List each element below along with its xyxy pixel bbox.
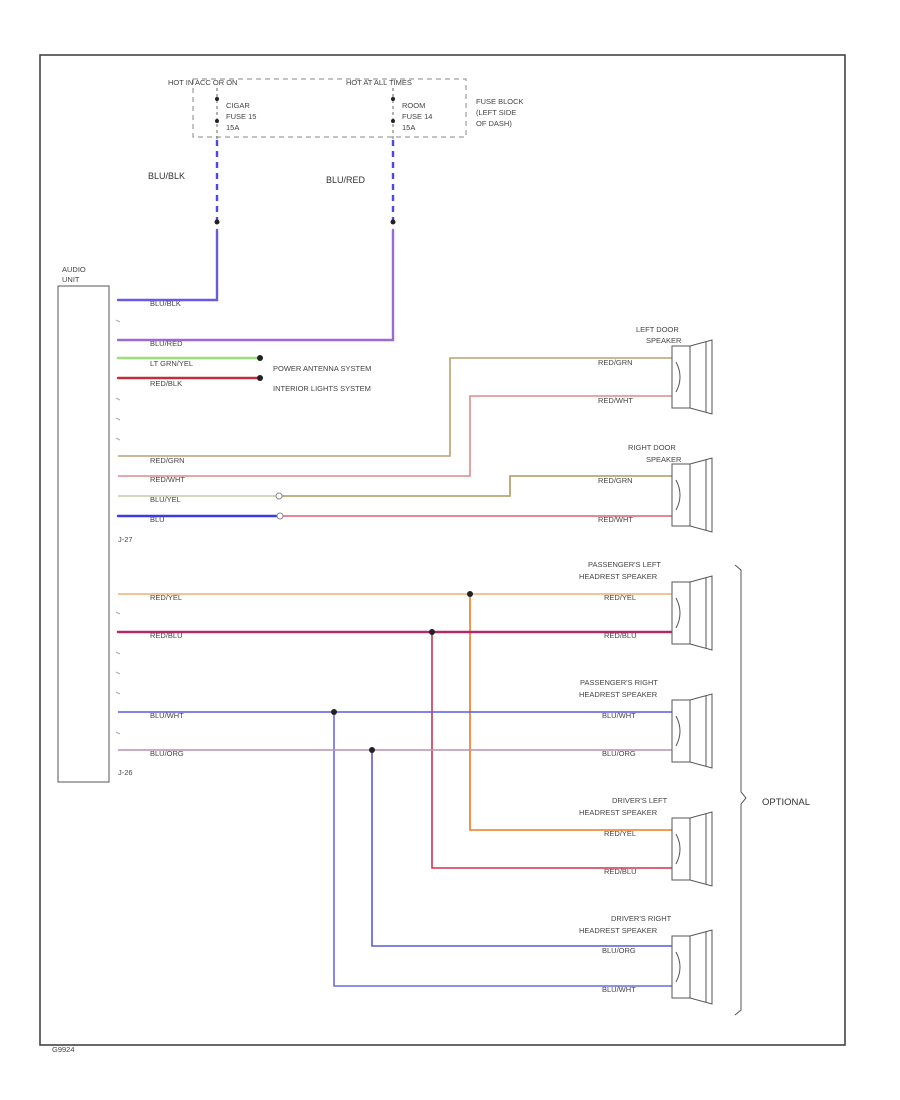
wire-red-yel-label: RED/YEL xyxy=(150,593,182,602)
wire-blu-org-label: BLU/ORG xyxy=(150,749,184,758)
speaker-passenger-left-title-2: HEADREST SPEAKER xyxy=(579,572,658,581)
wire-red-grn-left-door xyxy=(118,357,672,457)
speaker-passenger-right: PASSENGER'S RIGHT HEADREST SPEAKER BLU/W… xyxy=(579,678,713,769)
fuse-right-line2: FUSE 14 xyxy=(402,112,432,121)
wire-red-blk-label: RED/BLK xyxy=(150,379,182,388)
speaker-left-door-title-1: LEFT DOOR xyxy=(636,325,679,334)
feed-wires: BLU/BLK BLU/RED xyxy=(148,140,396,225)
wire-red-wht-left-door xyxy=(118,395,672,477)
wire-red-blu-label: RED/BLU xyxy=(150,631,183,640)
fuse-block-label-line1: FUSE BLOCK xyxy=(476,97,524,106)
splice-red-yel xyxy=(467,591,473,597)
audio-unit: AUDIO UNIT J-27 J-26 xyxy=(57,265,133,783)
speaker-driver-right-wire2: BLU/WHT xyxy=(602,985,636,994)
interior-lights-label: INTERIOR LIGHTS SYSTEM xyxy=(273,384,371,393)
wire-blu-yel-label: BLU/YEL xyxy=(150,495,181,504)
wire-blu-yel xyxy=(118,475,672,497)
diagram-frame xyxy=(39,54,846,1046)
speaker-driver-left-wire2: RED/BLU xyxy=(604,867,637,876)
optional-bracket: OPTIONAL xyxy=(734,564,810,1016)
splice-blu-org xyxy=(369,747,375,753)
speaker-passenger-right-wire1: BLU/WHT xyxy=(602,711,636,720)
wire-blu-red xyxy=(116,228,395,342)
wire-blu-blk xyxy=(116,228,219,302)
hot-acc-on-label: HOT IN ACC OR ON xyxy=(168,78,237,87)
speaker-right-door-title-2: SPEAKER xyxy=(646,455,682,464)
wire-red-grn-right-door xyxy=(280,475,672,497)
wire-lt-grn-yel-label: LT GRN/YEL xyxy=(150,359,193,368)
speaker-driver-left-title-1: DRIVER'S LEFT xyxy=(612,796,668,805)
wire-blu-wht-drop xyxy=(333,712,672,987)
diagram-code: G9924 xyxy=(52,1045,75,1054)
speaker-right-door-wire2: RED/WHT xyxy=(598,515,633,524)
fuse-right-line1: ROOM xyxy=(402,101,425,110)
interior-lights-connector xyxy=(257,375,263,381)
wire-red-grn-label: RED/GRN xyxy=(150,456,185,465)
splice-red-blu xyxy=(429,629,435,635)
speaker-driver-right-wire1: BLU/ORG xyxy=(602,946,636,955)
optional-label: OPTIONAL xyxy=(762,797,810,808)
splice-blu-yel xyxy=(275,492,283,500)
feed-wire-left-label: BLU/BLK xyxy=(148,171,185,181)
fuse-right-line3: 15A xyxy=(402,123,415,132)
fuse-left-line1: CIGAR xyxy=(226,101,250,110)
feed-wire-right-label: BLU/RED xyxy=(326,175,366,185)
speaker-left-door-title-2: SPEAKER xyxy=(646,336,682,345)
speaker-driver-right: DRIVER'S RIGHT HEADREST SPEAKER BLU/ORG … xyxy=(579,914,713,1005)
connector-j27: J-27 xyxy=(118,535,133,544)
speaker-right-door-title-1: RIGHT DOOR xyxy=(628,443,676,452)
wire-red-blu-drop xyxy=(431,632,672,869)
splice-blu-wht xyxy=(331,709,337,715)
wire-red-yel-drop xyxy=(469,594,672,831)
speaker-left-door: LEFT DOOR SPEAKER RED/GRN RED/WHT xyxy=(598,325,713,415)
audio-unit-box xyxy=(57,285,110,783)
speaker-driver-right-title-1: DRIVER'S RIGHT xyxy=(611,914,672,923)
fuse-block-label-line3: OF DASH) xyxy=(476,119,512,128)
wire-blu-red-label: BLU/RED xyxy=(150,339,183,348)
speaker-right-door-wire1: RED/GRN xyxy=(598,476,633,485)
fuse-left-line2: FUSE 15 xyxy=(226,112,256,121)
wire-red-wht-label: RED/WHT xyxy=(150,475,185,484)
power-antenna-connector xyxy=(257,355,263,361)
audio-unit-label-line1: AUDIO xyxy=(62,265,86,274)
connector-j26: J-26 xyxy=(118,768,133,777)
speaker-left-door-wire2: RED/WHT xyxy=(598,396,633,405)
speaker-passenger-left-wire2: RED/BLU xyxy=(604,631,637,640)
speaker-right-door: RIGHT DOOR SPEAKER RED/GRN RED/WHT xyxy=(598,443,713,533)
speaker-passenger-right-title-2: HEADREST SPEAKER xyxy=(579,690,658,699)
speaker-passenger-right-wire2: BLU/ORG xyxy=(602,749,636,758)
wire-blu-org-drop xyxy=(371,750,672,947)
hot-all-times-label: HOT AT ALL TIMES xyxy=(346,78,412,87)
wire-blu-label: BLU xyxy=(150,515,165,524)
speaker-driver-left-wire1: RED/YEL xyxy=(604,829,636,838)
fuse-left-line3: 15A xyxy=(226,123,239,132)
wire-blu-wht-label: BLU/WHT xyxy=(150,711,184,720)
speaker-driver-left: DRIVER'S LEFT HEADREST SPEAKER RED/YEL R… xyxy=(579,796,713,887)
fuse-block-label-line2: (LEFT SIDE xyxy=(476,108,516,117)
speaker-left-door-wire1: RED/GRN xyxy=(598,358,633,367)
splice-blu xyxy=(276,512,284,520)
power-antenna-label: POWER ANTENNA SYSTEM xyxy=(273,364,371,373)
speaker-driver-left-title-2: HEADREST SPEAKER xyxy=(579,808,658,817)
audio-unit-label-line2: UNIT xyxy=(62,275,80,284)
wire-blu-blk-label: BLU/BLK xyxy=(150,299,181,308)
fuse-block: HOT IN ACC OR ON HOT AT ALL TIMES CIGAR … xyxy=(168,78,524,140)
speaker-passenger-left: PASSENGER'S LEFT HEADREST SPEAKER RED/YE… xyxy=(579,560,713,651)
speaker-passenger-right-title-1: PASSENGER'S RIGHT xyxy=(580,678,658,687)
speaker-passenger-left-title-1: PASSENGER'S LEFT xyxy=(588,560,661,569)
speaker-passenger-left-wire1: RED/YEL xyxy=(604,593,636,602)
pin-ticks xyxy=(115,319,121,735)
speaker-driver-right-title-2: HEADREST SPEAKER xyxy=(579,926,658,935)
